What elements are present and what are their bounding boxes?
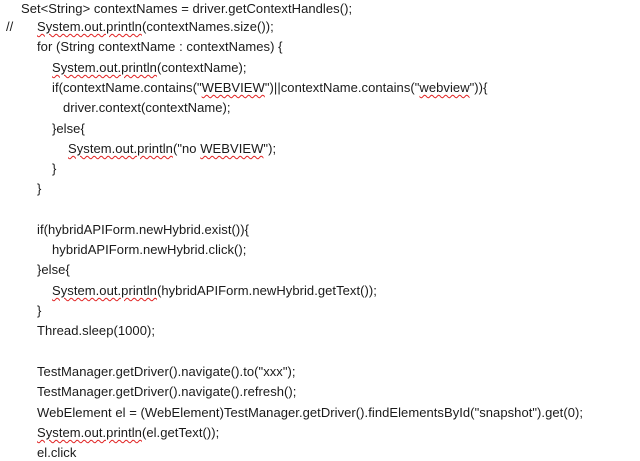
code-token: hybridAPIForm.newHybrid.click(); bbox=[52, 242, 247, 257]
spellcheck-flagged-token: WEBVIEW bbox=[201, 80, 265, 95]
code-token: } bbox=[37, 303, 42, 318]
code-line: } bbox=[37, 181, 41, 197]
code-line: }else{ bbox=[52, 121, 85, 137]
code-line: System.out.println(contextNames.size()); bbox=[37, 19, 274, 35]
code-token: TestManager.getDriver().navigate().to("x… bbox=[37, 364, 296, 379]
code-line: } bbox=[52, 161, 56, 177]
spellcheck-flagged-token: System.out.println bbox=[37, 425, 142, 440]
code-line: }else{ bbox=[37, 262, 70, 278]
code-token: el.click bbox=[37, 445, 77, 460]
code-line: TestManager.getDriver().navigate().to("x… bbox=[37, 364, 296, 380]
code-token: ")){ bbox=[469, 80, 488, 95]
code-token: driver.context(contextName); bbox=[63, 100, 231, 115]
code-line: System.out.println("no WEBVIEW"); bbox=[68, 141, 276, 157]
spellcheck-flagged-token: webview bbox=[419, 80, 470, 95]
comment-marker: // bbox=[6, 19, 14, 34]
code-line: System.out.println(contextName); bbox=[52, 60, 247, 76]
code-line: TestManager.getDriver().navigate().refre… bbox=[37, 384, 296, 400]
code-token: (hybridAPIForm.newHybrid.getText()); bbox=[156, 283, 377, 298]
code-token: for (String contextName : contextNames) … bbox=[37, 39, 283, 54]
code-token: } bbox=[52, 161, 57, 176]
code-token: ")||contextName.contains(" bbox=[264, 80, 420, 95]
code-line: for (String contextName : contextNames) … bbox=[37, 39, 283, 55]
code-token: Set<String> contextNames = driver.getCon… bbox=[21, 1, 353, 16]
code-line: Thread.sleep(1000); bbox=[37, 323, 155, 339]
spellcheck-flagged-token: System.out.println bbox=[52, 283, 157, 298]
spellcheck-flagged-token: System.out.println bbox=[68, 141, 173, 156]
code-line: if(hybridAPIForm.newHybrid.exist()){ bbox=[37, 222, 249, 238]
code-token: } bbox=[37, 181, 42, 196]
spellcheck-flagged-token: System.out.println bbox=[52, 60, 157, 75]
code-token: (contextNames.size()); bbox=[141, 19, 274, 34]
code-line: System.out.println(el.getText()); bbox=[37, 425, 219, 441]
code-token: ("no bbox=[172, 141, 201, 156]
code-token: (contextName); bbox=[156, 60, 247, 75]
code-line: if(contextName.contains("WEBVIEW")||cont… bbox=[52, 80, 487, 96]
code-line: el.click bbox=[37, 445, 76, 461]
code-token: if(hybridAPIForm.newHybrid.exist()){ bbox=[37, 222, 250, 237]
code-line: driver.context(contextName); bbox=[63, 100, 231, 116]
code-line: WebElement el = (WebElement)TestManager.… bbox=[37, 405, 583, 421]
code-line: } bbox=[37, 303, 41, 319]
spellcheck-flagged-token: WEBVIEW bbox=[200, 141, 264, 156]
code-token: "); bbox=[263, 141, 277, 156]
code-token: if(contextName.contains(" bbox=[52, 80, 202, 95]
code-token: TestManager.getDriver().navigate().refre… bbox=[37, 384, 297, 399]
code-line: Set<String> contextNames = driver.getCon… bbox=[21, 1, 352, 17]
code-token: }else{ bbox=[52, 121, 85, 136]
code-token: Thread.sleep(1000); bbox=[37, 323, 156, 338]
code-line: System.out.println(hybridAPIForm.newHybr… bbox=[52, 283, 377, 299]
code-token: (el.getText()); bbox=[141, 425, 220, 440]
code-line: hybridAPIForm.newHybrid.click(); bbox=[52, 242, 246, 258]
code-token: WebElement el = (WebElement)TestManager.… bbox=[37, 405, 584, 420]
code-token: }else{ bbox=[37, 262, 70, 277]
spellcheck-flagged-token: System.out.println bbox=[37, 19, 142, 34]
